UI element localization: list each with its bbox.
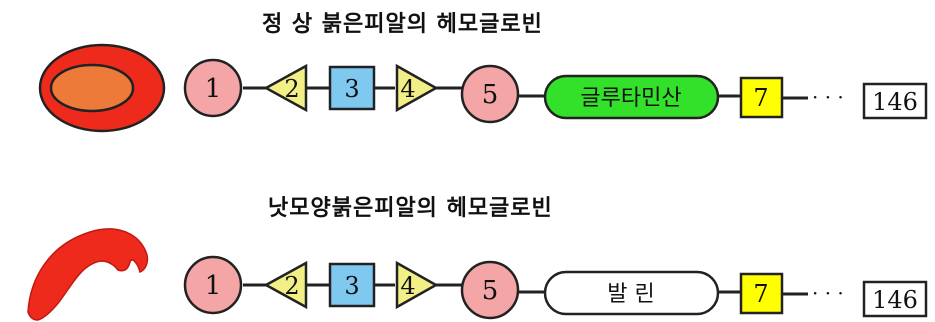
normal-residue-5-label: 5 xyxy=(482,80,499,110)
valine-residue: 발 린 xyxy=(543,270,720,316)
normal-residue-146-label: 146 xyxy=(872,88,918,116)
sickle-residue-2-label: 2 xyxy=(284,272,299,300)
normal-residue-4: 4 xyxy=(395,63,439,113)
sickle-residue-2: 2 xyxy=(263,260,308,310)
normal-residue-3-label: 3 xyxy=(344,75,359,103)
sickle-ellipsis: · · · xyxy=(812,281,844,305)
sickle-residue-7-label: 7 xyxy=(753,280,768,308)
normal-chain-links xyxy=(243,86,808,100)
normal-residue-146: 146 xyxy=(862,82,928,120)
sickle-red-blood-cell xyxy=(27,228,149,321)
sickle-residue-5: 5 xyxy=(460,260,520,320)
sickle-residue-146: 146 xyxy=(862,280,928,318)
normal-residue-4-label: 4 xyxy=(400,75,415,103)
glutamic-acid-residue: 글루타민산 xyxy=(543,74,720,120)
glutamic-acid-label: 글루타민산 xyxy=(580,86,681,111)
sickle-residue-3: 3 xyxy=(328,262,376,308)
normal-red-blood-cell xyxy=(38,43,166,133)
normal-residue-1: 1 xyxy=(183,58,243,118)
normal-residue-2-label: 2 xyxy=(284,75,299,103)
sickle-residue-1-label: 1 xyxy=(205,271,222,301)
normal-hemoglobin-title: 정 상 붉은피알의 헤모글로빈 xyxy=(262,12,543,37)
sickle-residue-4: 4 xyxy=(395,260,439,310)
normal-residue-3: 3 xyxy=(328,65,376,111)
sickle-residue-1: 1 xyxy=(183,255,243,315)
normal-residue-1-label: 1 xyxy=(205,74,222,104)
sickle-hemoglobin-title: 낫모양붉은피알의 헤모글로빈 xyxy=(268,196,553,221)
valine-label: 발 린 xyxy=(607,282,654,307)
normal-residue-5: 5 xyxy=(460,64,520,124)
normal-residue-7: 7 xyxy=(739,76,784,119)
normal-residue-2: 2 xyxy=(263,63,308,113)
sickle-residue-146-label: 146 xyxy=(872,286,918,314)
normal-ellipsis: · · · xyxy=(812,85,844,109)
sickle-residue-5-label: 5 xyxy=(482,276,499,306)
normal-residue-7-label: 7 xyxy=(753,84,768,112)
sickle-residue-7: 7 xyxy=(739,272,784,315)
sickle-chain-links xyxy=(243,283,808,296)
sickle-residue-4-label: 4 xyxy=(400,272,415,300)
sickle-residue-3-label: 3 xyxy=(344,272,359,300)
